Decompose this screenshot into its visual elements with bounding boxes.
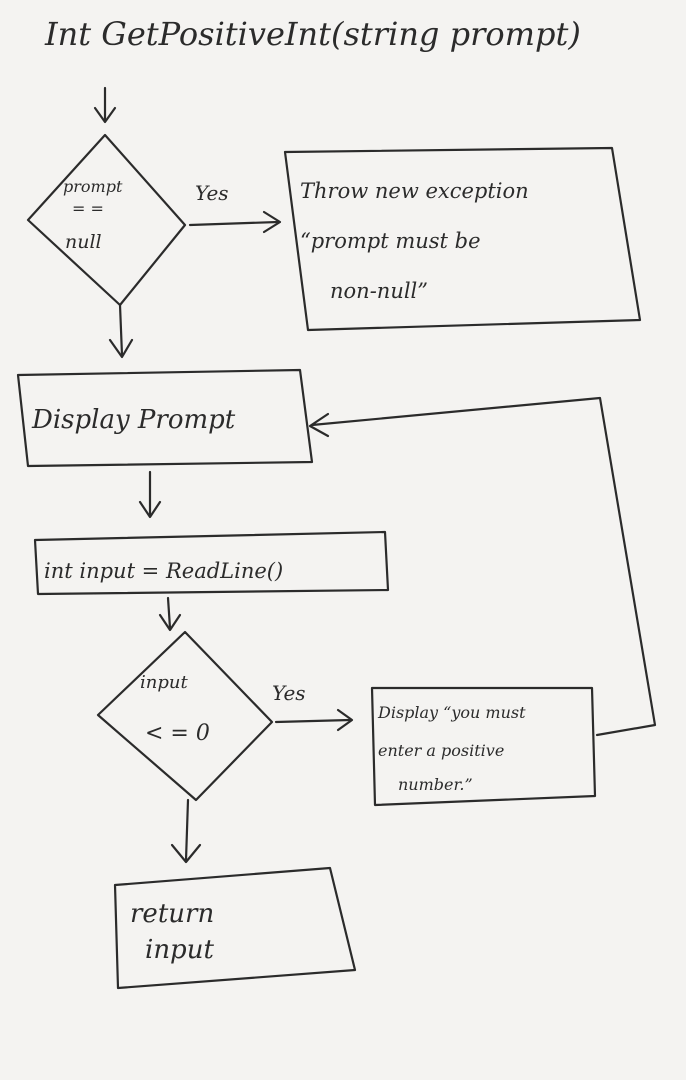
- decision-input-line2: < = 0: [145, 721, 210, 746]
- arrow-title-to-null-check: [93, 86, 117, 124]
- decision-null-line1: prompt: [63, 177, 123, 196]
- arrow-readline-to-input-check: [158, 596, 182, 632]
- return-line1: return: [130, 899, 214, 929]
- throw-line3: non-null”: [330, 279, 428, 303]
- yes-label-1: Yes: [195, 181, 229, 205]
- decision-null-line2: = =: [72, 199, 104, 218]
- readline-box: int input = ReadLine(): [33, 530, 390, 596]
- decision-input-line1: input: [140, 672, 188, 693]
- decision-null-line3: null: [65, 231, 102, 253]
- display-prompt-box: Display Prompt: [16, 368, 314, 468]
- yes-label-2: Yes: [272, 681, 306, 705]
- return-box: return input: [113, 866, 357, 990]
- arrow-input-check-to-return: [170, 798, 202, 864]
- arrow-null-check-to-display: [108, 303, 134, 359]
- function-title: Int GetPositiveInt(string prompt): [44, 15, 581, 53]
- throw-exception-box: Throw new exception “prompt must be non-…: [283, 146, 642, 332]
- error-message-box: Display “you must enter a positive numbe…: [370, 686, 597, 807]
- error-line3: number.”: [398, 775, 473, 794]
- throw-line2: “prompt must be: [300, 229, 481, 253]
- decision-input-check: input < = 0: [96, 630, 274, 802]
- arrow-loop-back-to-display: [308, 396, 657, 737]
- readline-text: int input = ReadLine(): [44, 559, 283, 583]
- error-line1: Display “you must: [377, 703, 526, 722]
- return-line2: input: [145, 935, 214, 965]
- display-prompt-text: Display Prompt: [31, 405, 236, 435]
- arrow-yes-to-throw: [188, 210, 282, 234]
- throw-line1: Throw new exception: [300, 179, 529, 203]
- arrow-yes-to-error: [274, 708, 354, 732]
- arrow-display-to-readline: [138, 470, 162, 519]
- decision-prompt-null: prompt = = null: [26, 133, 187, 307]
- error-line2: enter a positive: [378, 741, 504, 760]
